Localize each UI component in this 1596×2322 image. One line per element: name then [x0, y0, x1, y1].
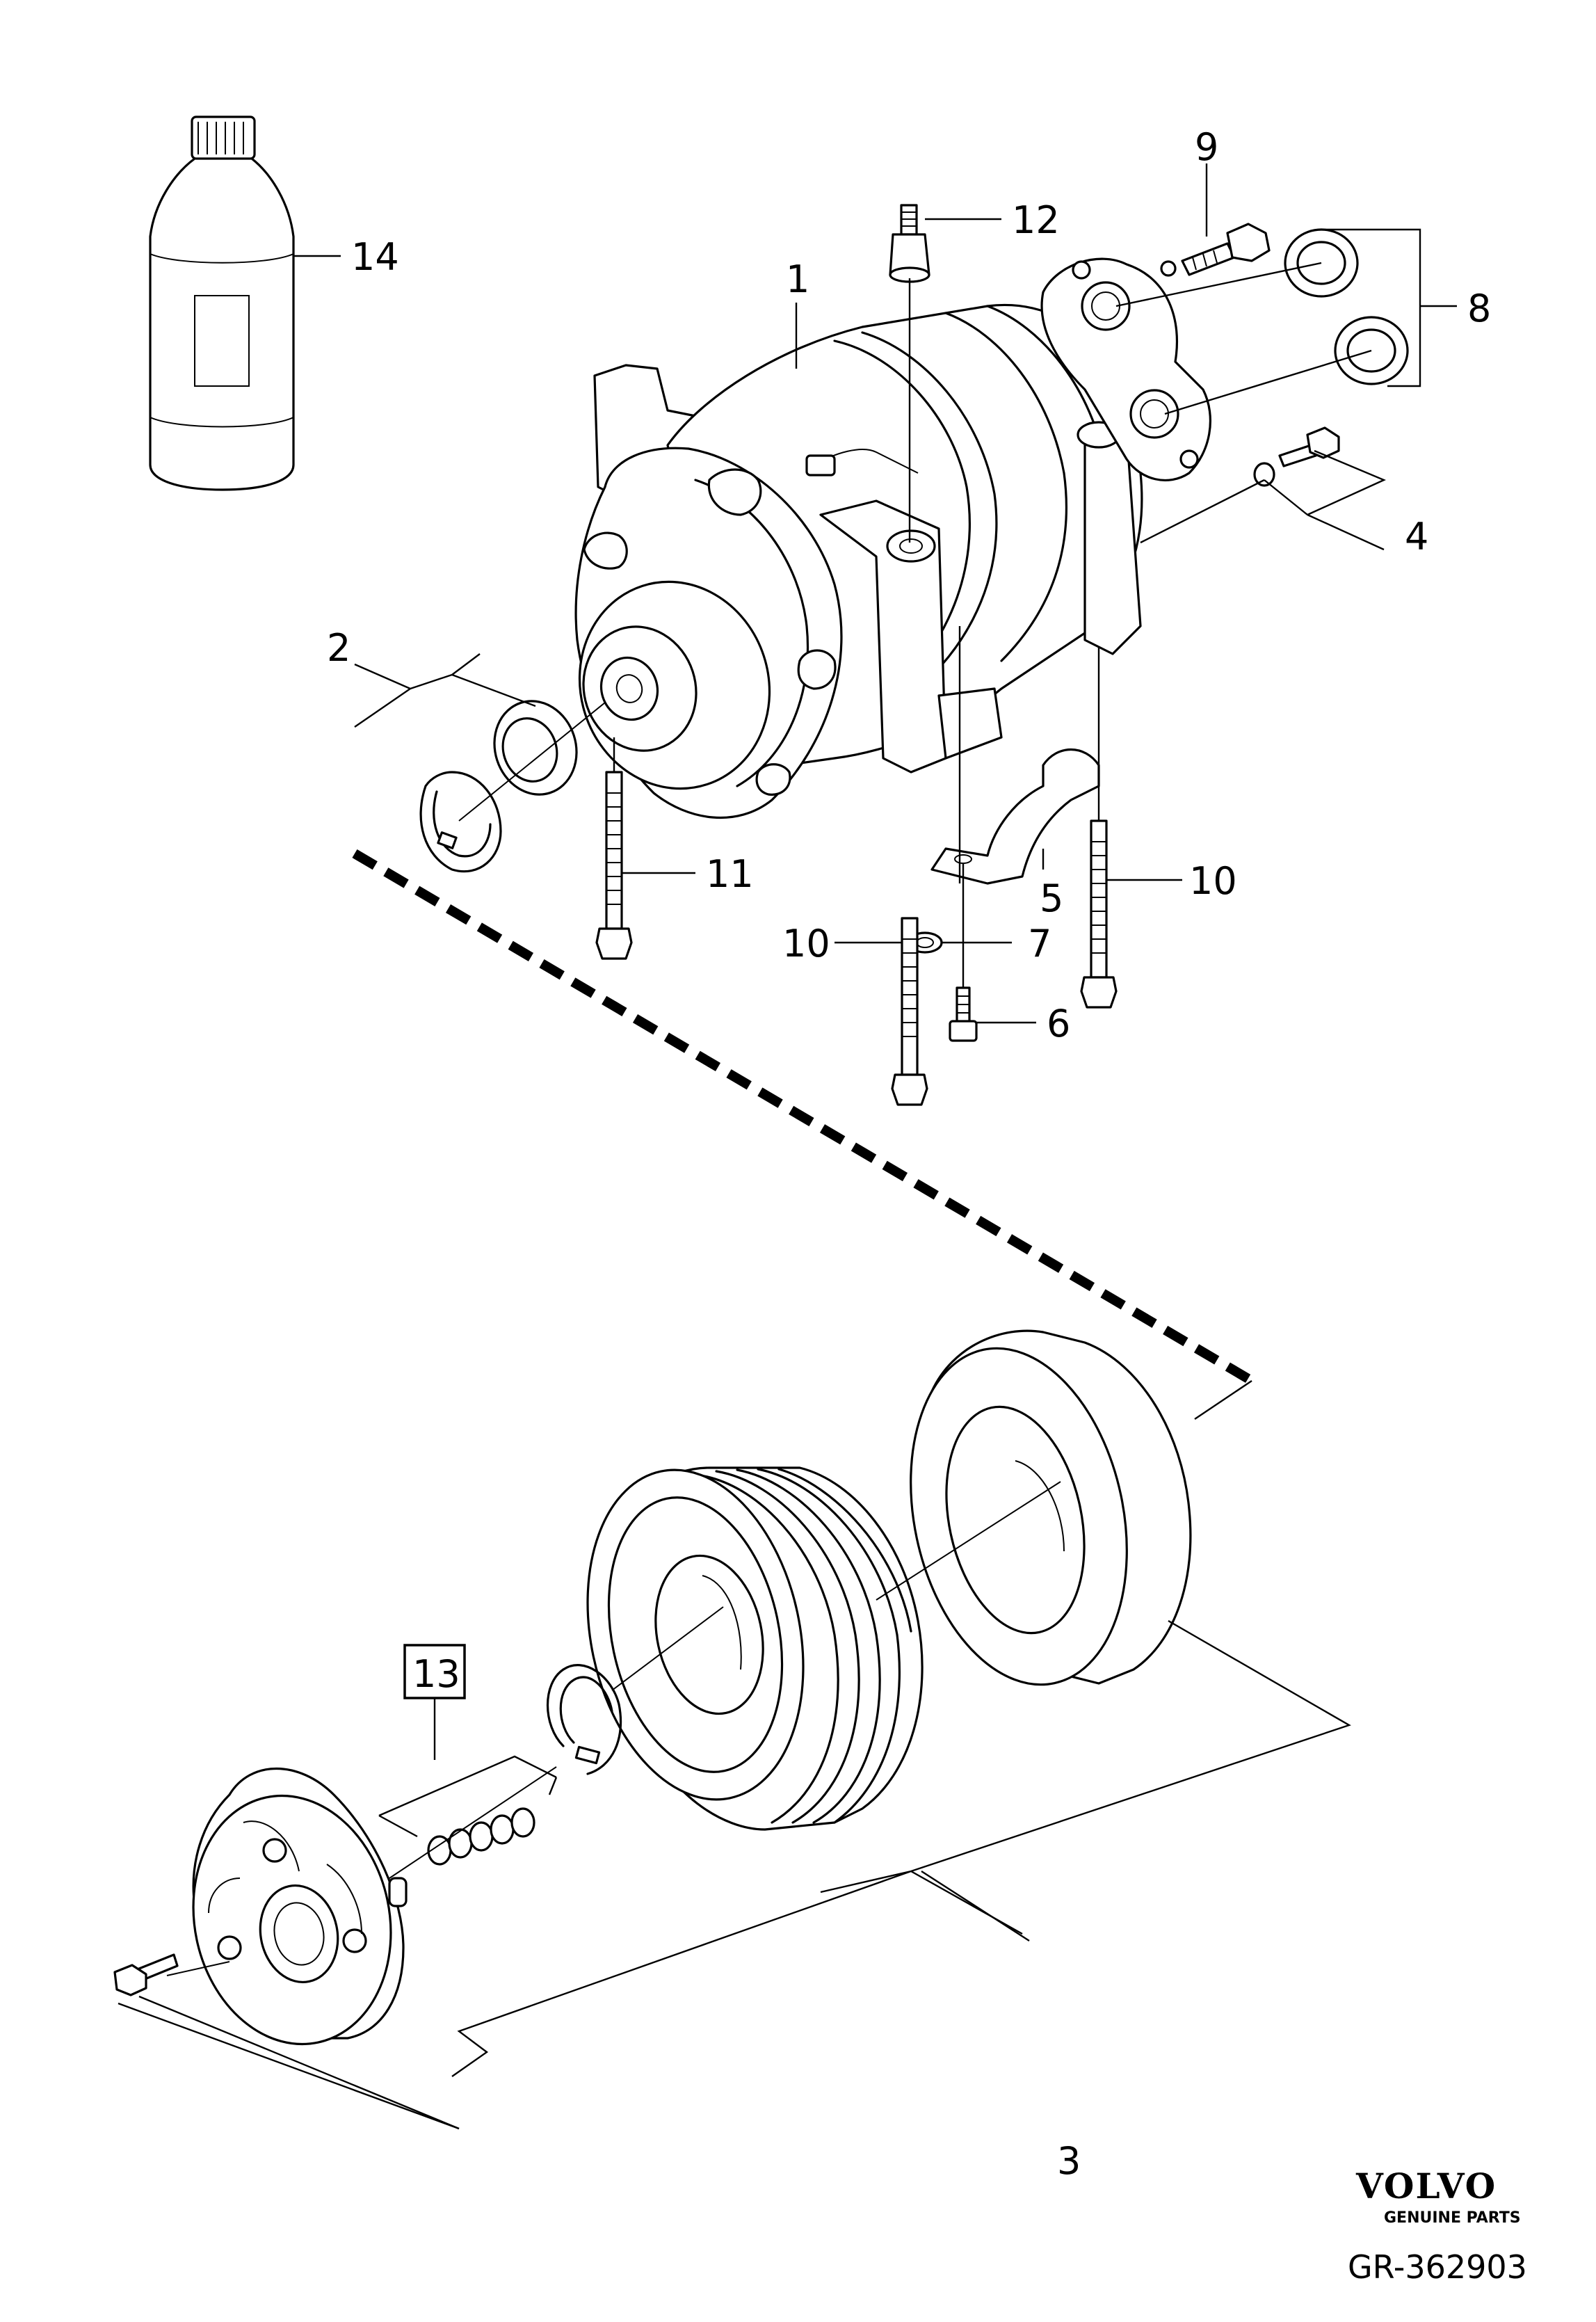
callout-10-right: 10: [1189, 859, 1237, 903]
callout-labels: 1 2 3 4 5 6 7 8 9 10 10 11 12 14 13: [327, 125, 1491, 2183]
oil-bottle: [149, 115, 295, 491]
callout-10-left: 10: [782, 922, 830, 966]
callout-13-box: [403, 1644, 466, 1699]
shaft-seal-and-circlip: [419, 700, 606, 873]
clutch-field-coil: [910, 1329, 1192, 1686]
long-bolt-11: [595, 771, 633, 960]
long-bolt-10-right: [1080, 819, 1118, 1009]
valve-bolt-with-washer: [1253, 426, 1340, 487]
callout-14: 14: [351, 235, 399, 279]
shim-set: [427, 1807, 535, 1866]
socket-head-bolt: [949, 986, 978, 1042]
callout-11: 11: [706, 852, 754, 896]
assembly-guide-lines: [613, 626, 1100, 988]
o-ring-seals: [1284, 228, 1409, 385]
clutch-bolt: [113, 1953, 179, 1996]
callout-1: 1: [786, 257, 809, 301]
callout-8: 8: [1467, 287, 1491, 330]
callout-2: 2: [327, 626, 350, 670]
service-valve: [889, 204, 930, 543]
volvo-logo-text: VOLVO: [1355, 2165, 1497, 2207]
callout-13: 13: [412, 1652, 460, 1696]
callout-3: 3: [1057, 2139, 1081, 2183]
callout-9: 9: [1195, 125, 1218, 169]
genuine-parts-text: GENUINE PARTS: [1384, 2209, 1521, 2227]
callout-6: 6: [1047, 1002, 1070, 1046]
diagram-reference: GR-362903: [1348, 2248, 1527, 2286]
callout-12: 12: [1012, 198, 1060, 242]
clutch-plate: [192, 1768, 408, 2046]
dashed-connection-tail: [1194, 1380, 1252, 1420]
callout-7: 7: [1028, 922, 1051, 966]
manifold-bolt: [1160, 223, 1271, 277]
ac-compressor: [574, 257, 1211, 819]
callout-5: 5: [1040, 876, 1063, 920]
long-bolt-10-left: [891, 917, 928, 1106]
pulley-circlip: [546, 1664, 622, 1775]
dashed-connection-line: [352, 849, 1255, 1386]
callout-4: 4: [1405, 515, 1428, 559]
mounting-bracket: [930, 748, 1100, 885]
drive-pulley: [586, 1466, 924, 1831]
brand-block: VOLVO GENUINE PARTS GR-362903: [1348, 2165, 1527, 2286]
leader-lines: [118, 163, 1457, 2130]
